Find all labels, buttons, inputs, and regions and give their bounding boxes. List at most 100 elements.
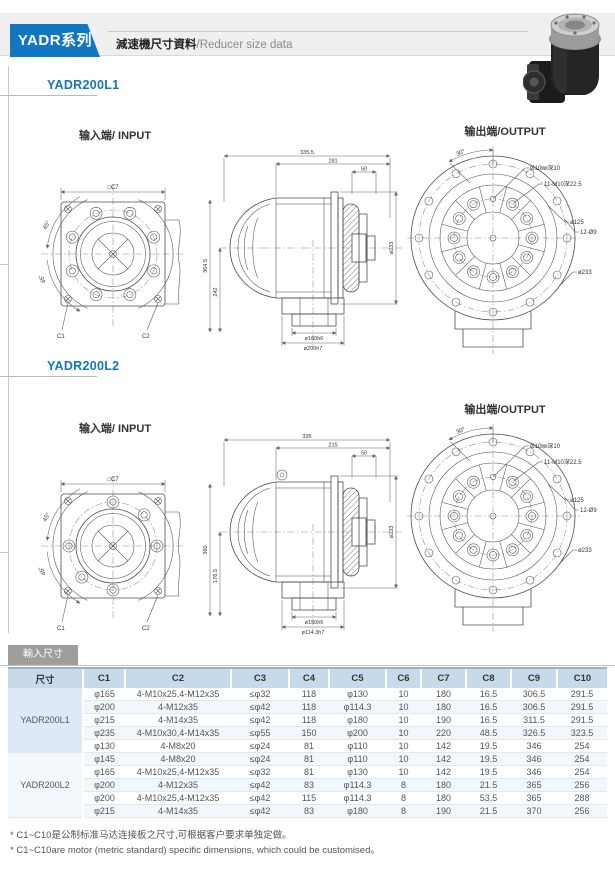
page-title: 減速機尺寸資料/Reducer size data (116, 36, 292, 52)
cell: 81 (289, 765, 329, 779)
col-header: C2 (124, 667, 231, 688)
cell: 346 (511, 765, 557, 779)
cell: 83 (289, 804, 329, 818)
cell: 306.5 (511, 700, 557, 714)
output-label-2: 输出端/OUTPUT (464, 404, 546, 416)
table-row: φ200 4-M12x35 ≤φ42 83 φ114.3 8 180 21.5 … (8, 778, 607, 792)
dim-angle-upper: 45° (42, 220, 52, 231)
dimensions-table: 尺寸 C1 C2 C3 C4 C5 C6 C7 C8 C9 C10 YADR20… (8, 667, 607, 818)
dim-angle-lower: 45° (38, 273, 48, 284)
cell: 10 (386, 713, 421, 727)
dim-tapped-holes: 11-M10深22.5 (544, 458, 582, 466)
dim-c2: C2 (142, 626, 150, 632)
page-title-en: /Reducer size data (196, 39, 293, 51)
cell: φ180 (329, 713, 386, 727)
cell: 142 (421, 765, 466, 779)
cell: 346 (511, 739, 557, 753)
dim-centre-height: 242 (213, 287, 219, 296)
cell: φ130 (329, 688, 386, 701)
cell: ≤φ42 (231, 778, 289, 792)
col-header: C9 (510, 667, 557, 688)
col-header: C8 (465, 667, 511, 688)
dim-pilot-dia: ø160h6 (305, 336, 324, 342)
dim-bolt-circle: ø125 (570, 220, 584, 226)
dim-overall-length: 335.5 (300, 150, 314, 156)
col-header: C6 (385, 667, 421, 688)
table-row: φ200 4-M12x35 ≤φ42 118 φ114.3 10 180 16.… (8, 700, 607, 714)
cell: 16.5 (466, 700, 511, 714)
cell: 21.5 (466, 804, 511, 818)
series-badge: YADR系列 (10, 24, 100, 57)
cell: ≤φ24 (231, 739, 289, 753)
cell: 81 (289, 752, 329, 766)
dim-square: □C7 (107, 477, 119, 483)
cell: 326.5 (511, 726, 557, 740)
cell: 370 (511, 804, 557, 818)
table-row: φ165 4-M10x25,4-M12x35 ≤φ32 81 φ130 10 1… (8, 765, 607, 779)
col-header: C5 (328, 667, 386, 688)
cell: 53.5 (466, 791, 511, 805)
cell: 83 (289, 778, 329, 792)
input-flange-drawing-1: □C7 45° 45° C1 C2 (38, 184, 185, 340)
cell: 10 (386, 739, 421, 753)
col-header: C1 (82, 667, 125, 688)
cell: 256 (557, 804, 607, 818)
cell: 311.5 (511, 713, 557, 727)
side-view-drawing-2: 335 215 50 360 176.5 ø233 ø150h6 ø114.3h… (203, 434, 402, 635)
cell: 8 (386, 804, 421, 818)
dim-flange-od: ø233 (389, 242, 395, 255)
cell: φ130 (329, 765, 386, 779)
cell: φ114.3 (329, 778, 386, 792)
reducer-photo-illustration (522, 13, 601, 103)
dim-square: □C7 (107, 185, 119, 191)
cell: 254 (557, 765, 607, 779)
cell: 142 (421, 752, 466, 766)
dim-outer-dia: ø233 (578, 270, 592, 276)
cell: 180 (421, 791, 466, 805)
cell: 10 (386, 726, 421, 740)
dim-overall-height: 364.5 (203, 259, 209, 273)
cell: 4-M12x35 (125, 778, 231, 792)
dim-30deg: 30° (456, 149, 467, 158)
cell: 4-M10x25,4-M12x35 (125, 688, 231, 701)
cell: 10 (386, 688, 421, 701)
cell: ≤φ42 (231, 791, 289, 805)
cell: 291.5 (557, 700, 607, 714)
group-label: YADR200L2 (8, 752, 84, 818)
table-row: φ235 4-M10x30,4-M14x35 ≤φ55 150 φ200 10 … (8, 726, 607, 740)
cell: 180 (421, 688, 466, 701)
dim-tapped-holes: 11-M10深22.5 (544, 180, 582, 188)
dim-body-length: 281 (328, 159, 337, 165)
cell: φ215 (83, 804, 125, 818)
dim-pilot-dia: ø150h6 (305, 620, 324, 626)
dim-rim-holes: 12-Ø9 (580, 508, 597, 514)
section-underline-2 (0, 376, 97, 377)
dim-overall-height: 360 (203, 545, 209, 554)
left-guide-line (8, 66, 9, 633)
dim-c1: C1 (57, 626, 65, 632)
cell: φ165 (83, 765, 125, 779)
cell: φ235 (83, 726, 125, 740)
output-flange-drawing-2: 30° Ø10㎜深10 11-M10深22.5 ø125 12-Ø9 ø233 (407, 424, 597, 632)
output-flange-drawing-1: 30° Ø10㎜深10 11-M10深22.5 ø125 12-Ø9 ø233 (407, 146, 597, 354)
dim-bolt-circle: ø125 (570, 498, 584, 504)
table-tab-rule (0, 665, 615, 666)
cell: 16.5 (466, 688, 511, 701)
cell: 180 (421, 700, 466, 714)
cell: 142 (421, 739, 466, 753)
cell: 306.5 (511, 688, 557, 701)
input-label-2: 输入端/ INPUT (78, 423, 152, 435)
cell: 323.5 (557, 726, 607, 740)
table-row: φ215 4-M14x35 ≤φ42 118 φ180 10 190 16.5 … (8, 713, 607, 727)
guide-tick-2 (0, 552, 8, 553)
dim-foot-dia: ø200h7 (304, 346, 323, 351)
cell: φ200 (83, 700, 125, 714)
table-tab-input-size: 輸入尺寸 (8, 645, 78, 665)
cell: φ200 (83, 778, 125, 792)
cell: 346 (511, 752, 557, 766)
cell: ≤φ32 (231, 688, 289, 701)
cell: 220 (421, 726, 466, 740)
cell: 4-M10x25,4-M12x35 (125, 791, 231, 805)
dim-c2: C2 (142, 334, 150, 340)
